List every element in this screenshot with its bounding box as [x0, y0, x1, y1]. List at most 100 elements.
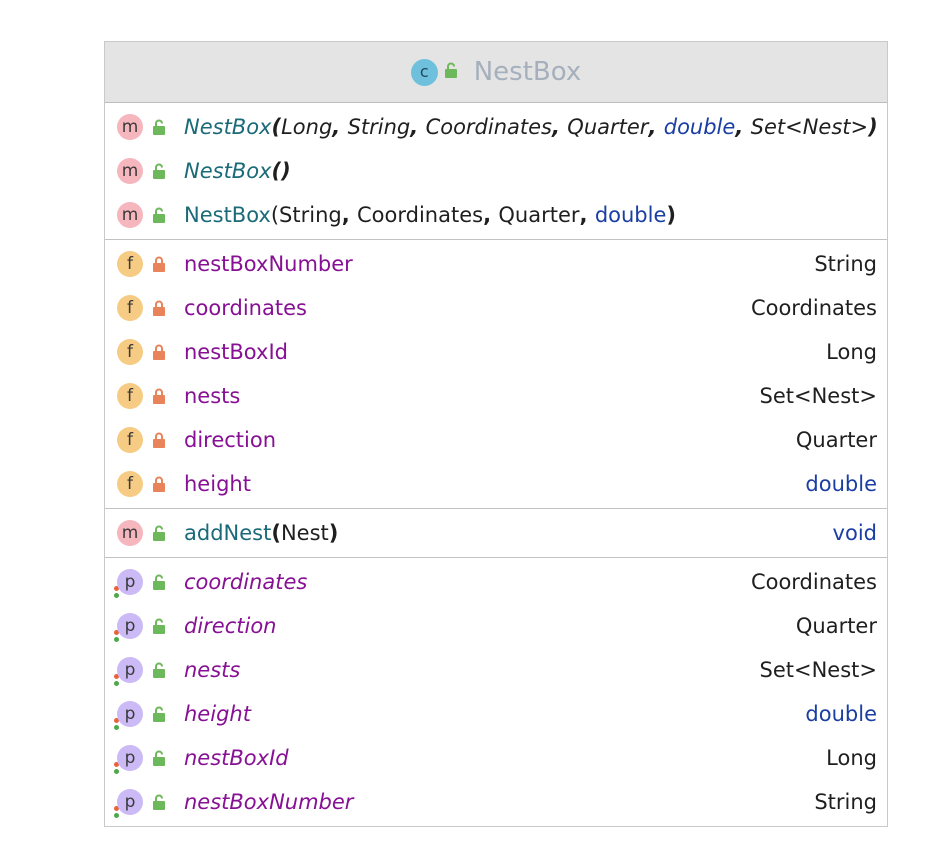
property-name: nests — [184, 658, 241, 682]
field-name: coordinates — [184, 296, 307, 320]
param-type: Quarter — [567, 115, 649, 139]
public-unlocked-icon — [152, 750, 166, 766]
fields-section: f nestBoxNumber String f coordinates Coo… — [105, 240, 887, 509]
param-separator: , — [332, 115, 348, 139]
field-row[interactable]: f nestBoxNumber String — [105, 242, 887, 286]
param-separator: , — [552, 115, 568, 139]
field-name: direction — [184, 428, 277, 452]
private-locked-icon — [152, 300, 166, 316]
field-f-icon: f — [117, 251, 143, 277]
getter-setter-dots-icon — [114, 586, 122, 600]
param-type: Coordinates — [425, 115, 552, 139]
param-separator: , — [735, 115, 751, 139]
property-type: Coordinates — [750, 570, 877, 594]
method-return-type: void — [832, 521, 877, 545]
public-unlocked-icon — [152, 207, 166, 223]
field-f-icon: f — [117, 427, 143, 453]
param-separator: , — [341, 203, 358, 227]
constructor-name: NestBox — [184, 115, 272, 139]
field-type-keyword: double — [805, 472, 877, 496]
private-locked-icon — [152, 476, 166, 492]
property-row[interactable]: p nestBoxId Long — [105, 736, 887, 780]
private-locked-icon — [152, 432, 166, 448]
paren-close: ) — [328, 521, 339, 545]
public-unlocked-icon — [152, 794, 166, 810]
field-f-icon: f — [117, 383, 143, 409]
method-row[interactable]: m addNest(Nest) void — [105, 511, 887, 555]
param-separator: , — [648, 115, 664, 139]
param-type: Set<Nest> — [750, 115, 869, 139]
property-name: nestBoxId — [184, 746, 289, 770]
property-p-icon: p — [117, 789, 143, 815]
field-f-icon: f — [117, 471, 143, 497]
paren-open: ( — [271, 115, 282, 139]
getter-setter-dots-icon — [114, 762, 122, 776]
property-type-keyword: double — [805, 702, 877, 726]
paren-close: ) — [666, 203, 676, 227]
private-locked-icon — [152, 344, 166, 360]
public-unlocked-icon — [152, 574, 166, 590]
method-m-icon: m — [117, 520, 143, 546]
field-row[interactable]: f height double — [105, 462, 887, 506]
public-unlocked-icon — [152, 119, 166, 135]
field-type: Set<Nest> — [759, 384, 877, 408]
property-type: Long — [826, 746, 877, 770]
param-type-keyword: double — [594, 203, 667, 227]
field-row[interactable]: f nestBoxId Long — [105, 330, 887, 374]
property-name: nestBoxNumber — [184, 790, 354, 814]
field-f-icon: f — [117, 295, 143, 321]
method-signature: addNest(Nest) — [184, 511, 338, 555]
param-type: Long — [281, 115, 333, 139]
property-p-icon: p — [117, 657, 143, 683]
field-name: nestBoxId — [184, 340, 288, 364]
method-m-icon: m — [117, 202, 143, 228]
constructor-name: NestBox — [184, 159, 272, 183]
field-row[interactable]: f coordinates Coordinates — [105, 286, 887, 330]
property-p-icon: p — [117, 745, 143, 771]
constructor-row[interactable]: m NestBox() — [105, 149, 887, 193]
methods-section: m addNest(Nest) void — [105, 509, 887, 558]
field-type: Coordinates — [750, 296, 877, 320]
uml-class-box: c NestBox m NestBox(Long, String, Coordi… — [104, 41, 888, 827]
property-row[interactable]: p nestBoxNumber String — [105, 780, 887, 824]
constructor-row[interactable]: m NestBox(String, Coordinates, Quarter, … — [105, 193, 887, 237]
property-row[interactable]: p nests Set<Nest> — [105, 648, 887, 692]
constructor-row[interactable]: m NestBox(Long, String, Coordinates, Qua… — [105, 105, 887, 149]
param-type: Nest — [280, 521, 329, 545]
property-row[interactable]: p coordinates Coordinates — [105, 560, 887, 604]
property-row[interactable]: p direction Quarter — [105, 604, 887, 648]
method-m-icon: m — [117, 114, 143, 140]
param-type-keyword: double — [663, 115, 736, 139]
class-c-icon: c — [410, 58, 438, 86]
private-locked-icon — [152, 388, 166, 404]
constructors-section: m NestBox(Long, String, Coordinates, Qua… — [105, 103, 887, 240]
property-type: Set<Nest> — [759, 658, 877, 682]
properties-section: p coordinates Coordinates p direction Qu… — [105, 558, 887, 826]
getter-setter-dots-icon — [114, 718, 122, 732]
param-type: String — [279, 203, 342, 227]
field-row[interactable]: f nests Set<Nest> — [105, 374, 887, 418]
getter-setter-dots-icon — [114, 806, 122, 820]
field-row[interactable]: f direction Quarter — [105, 418, 887, 462]
property-name: height — [184, 702, 251, 726]
property-name: coordinates — [184, 570, 308, 594]
param-separator: , — [410, 115, 426, 139]
param-type: Quarter — [498, 203, 580, 227]
paren-open: ( — [270, 203, 280, 227]
public-unlocked-icon — [152, 525, 166, 541]
property-p-icon: p — [117, 569, 143, 595]
property-p-icon: p — [117, 613, 143, 639]
property-p-icon: p — [117, 701, 143, 727]
property-row[interactable]: p height double — [105, 692, 887, 736]
field-type: Quarter — [795, 428, 877, 452]
property-name: direction — [184, 614, 277, 638]
constructor-signature: NestBox(Long, String, Coordinates, Quart… — [184, 105, 878, 149]
getter-setter-dots-icon — [114, 630, 122, 644]
param-type: Coordinates — [357, 203, 484, 227]
property-type: String — [814, 790, 877, 814]
field-f-icon: f — [117, 339, 143, 365]
method-name: addNest — [184, 521, 272, 545]
public-unlocked-icon — [152, 706, 166, 722]
field-name: height — [184, 472, 251, 496]
property-type: Quarter — [795, 614, 877, 638]
